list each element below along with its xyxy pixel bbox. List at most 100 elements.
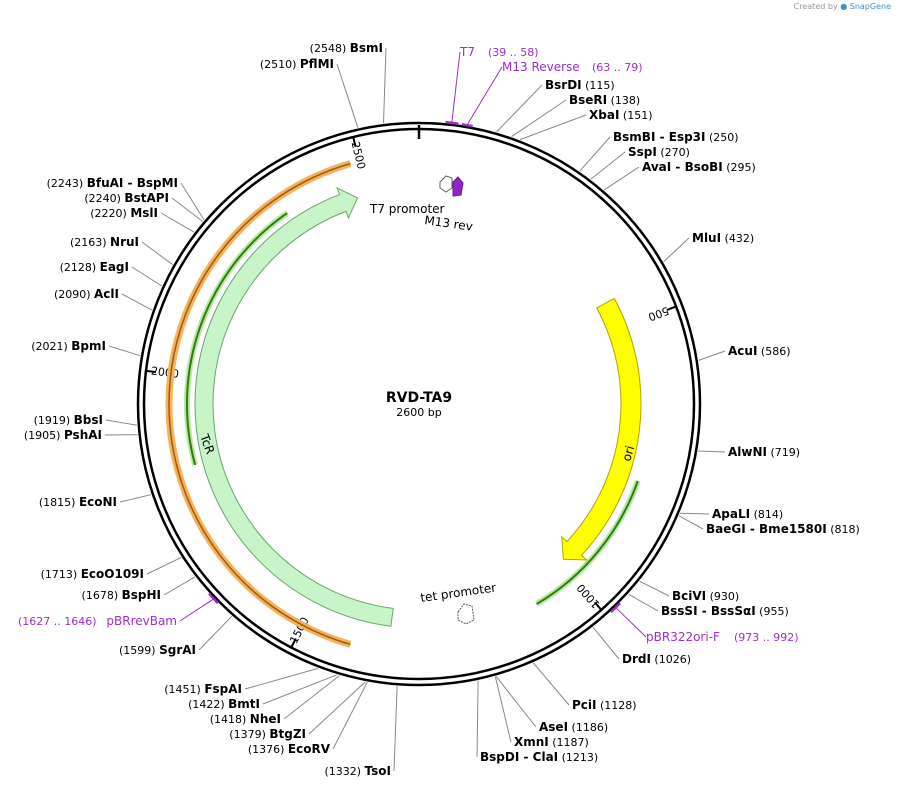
- site-name-2: - Bme1580I: [746, 522, 827, 536]
- site-label-text: BaeGI - Bme1580I (818): [706, 522, 860, 536]
- site-label-text: (1376) EcoRV: [248, 742, 331, 756]
- site-name: XmnI: [514, 735, 549, 749]
- site-position: (2163): [70, 236, 110, 249]
- site-label: AvaI - BsoBI (295): [642, 160, 756, 174]
- site-name-2: - BsoBI: [671, 160, 722, 174]
- site-name: BspHI: [122, 588, 161, 602]
- primer-name: pBR322ori-F: [646, 630, 720, 644]
- site-label: BspDI - ClaI (1213): [480, 750, 598, 764]
- site-name: EcoNI: [79, 495, 117, 509]
- site-position: (2240): [84, 192, 124, 205]
- site-label-text: BssSI - BssSαI (955): [661, 604, 789, 618]
- credit-brand: SnapGene: [849, 2, 891, 11]
- site-position: (2090): [54, 288, 94, 301]
- site-label-text: BsrDI (115): [545, 78, 615, 92]
- tick-label: 1000: [574, 581, 602, 611]
- site-label-text: (1451) FspAI: [164, 682, 242, 696]
- tick-mark: [145, 369, 157, 374]
- site-position: (2510): [260, 58, 300, 71]
- tick-label: 2500: [349, 140, 368, 170]
- tick-mark: [593, 601, 603, 611]
- snapgene-logo-icon: ●: [840, 2, 848, 11]
- leader-line: [590, 151, 626, 180]
- site-position: (1418): [210, 713, 250, 726]
- orange-feature-core: [168, 162, 351, 646]
- leader-line: [198, 615, 233, 651]
- site-label: (2021) BpmI: [31, 339, 106, 353]
- leader-line: [119, 494, 152, 503]
- site-label: AcuI (586): [728, 344, 791, 358]
- site-label: (1451) FspAI: [164, 682, 242, 696]
- site-label: (1332) TsoI: [324, 764, 391, 778]
- site-position: (250): [706, 131, 739, 144]
- site-label: (1422) BmtI: [188, 697, 260, 711]
- site-position: (1376): [248, 743, 288, 756]
- site-position: (138): [607, 94, 640, 107]
- site-name: AcuI: [728, 344, 757, 358]
- site-label: (1919) BbsI: [34, 413, 103, 427]
- site-position: (270): [657, 146, 690, 159]
- site-name: BtgZI: [269, 727, 306, 741]
- leader-line: [308, 681, 366, 735]
- site-name: AseI: [539, 720, 568, 734]
- site-label-text: (2128) EagI: [60, 260, 129, 274]
- site-label-text: (2163) NruI: [70, 235, 139, 249]
- site-label: (2128) EagI: [60, 260, 129, 274]
- leader-line: [495, 675, 537, 728]
- site-name: NheI: [250, 712, 281, 726]
- site-name: PflMI: [300, 57, 334, 71]
- tick-mark: [666, 305, 677, 311]
- site-name: BsmBI: [613, 130, 655, 144]
- site-name: SspI: [628, 145, 657, 159]
- site-label-text: (2548) BsmI: [310, 41, 383, 55]
- site-position: (2548): [310, 42, 350, 55]
- site-label-text: (1905) PshAI: [24, 428, 102, 442]
- leader-line: [476, 680, 479, 758]
- primer-marks: [208, 121, 621, 614]
- site-label-text: (1713) EcoO109I: [41, 567, 144, 581]
- site-name: MluI: [692, 231, 721, 245]
- site-name: AclI: [94, 287, 119, 301]
- primer-mark: [445, 121, 459, 126]
- leader-line: [698, 450, 726, 453]
- site-label: (2090) AclI: [54, 287, 119, 301]
- ori-label: ori: [619, 444, 637, 463]
- tcr-feature-arrow: [194, 187, 394, 627]
- site-name-2: - Esp3I: [655, 130, 705, 144]
- site-label-text: BciVI (930): [672, 589, 739, 603]
- site-name: EcoO109I: [81, 567, 144, 581]
- primer-mark: [609, 602, 621, 614]
- site-position: (1815): [39, 496, 79, 509]
- site-label: AlwNI (719): [728, 445, 800, 459]
- primer-leader-line: [451, 51, 461, 122]
- green-feature-core-left: [185, 212, 288, 466]
- site-name: NruI: [110, 235, 139, 249]
- site-name: PciI: [572, 698, 597, 712]
- tick-mark: [290, 638, 297, 648]
- site-name: SgrAI: [159, 643, 196, 657]
- site-position: (1905): [24, 429, 64, 442]
- primer-leader-line: [467, 66, 503, 125]
- leader-line: [393, 686, 398, 772]
- site-label-text: AcuI (586): [728, 344, 791, 358]
- site-name: BciVI: [672, 589, 706, 603]
- site-position: (1422): [188, 698, 228, 711]
- site-position: (295): [723, 161, 756, 174]
- site-label-text: (1332) TsoI: [324, 764, 391, 778]
- primer-label: pBR322ori-F(973 .. 992): [646, 630, 799, 644]
- site-label-text: (1418) NheI: [210, 712, 281, 726]
- site-label: AseI (1186): [539, 720, 608, 734]
- snapgene-credit: Created by ● SnapGene: [794, 2, 891, 11]
- site-position: (2021): [31, 340, 71, 353]
- backbone-outer: [136, 121, 702, 687]
- leader-line: [108, 345, 141, 357]
- site-name-2: - BspMI: [123, 176, 178, 190]
- site-name: BsmI: [350, 41, 383, 55]
- site-label-text: (2243) BfuAI - BspMI: [47, 176, 178, 190]
- site-position: (1213): [558, 751, 598, 764]
- leader-line: [146, 556, 182, 575]
- site-label-text: SspI (270): [628, 145, 690, 159]
- ori-feature-arrow: [561, 297, 642, 561]
- leader-line: [579, 136, 611, 172]
- leader-line: [511, 99, 567, 138]
